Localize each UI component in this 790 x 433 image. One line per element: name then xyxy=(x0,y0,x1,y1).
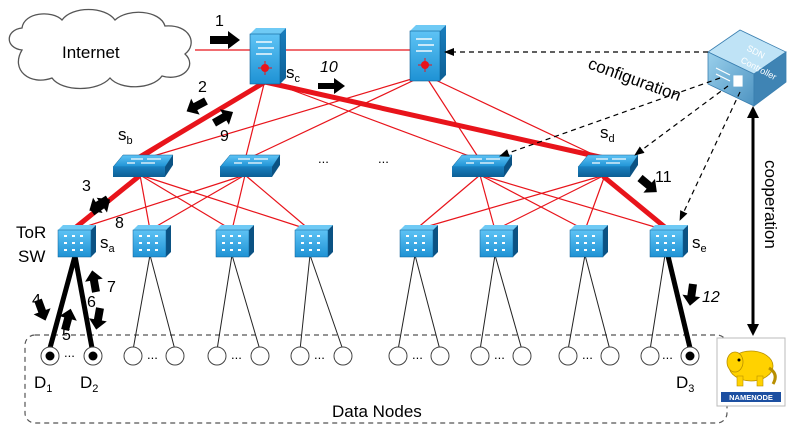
svg-text:...: ... xyxy=(378,151,389,166)
step-arrow-9 xyxy=(212,109,234,127)
node-ellipses: ... ... ... ... ... ... ... ... xyxy=(64,345,673,362)
data-node[interactable] xyxy=(512,346,532,366)
internet-cloud: Internet xyxy=(8,8,192,90)
data-node[interactable] xyxy=(640,346,660,366)
tor-switch-2[interactable] xyxy=(132,225,171,258)
step-arrow-7 xyxy=(85,270,103,293)
namenode-label: NAMENODE xyxy=(729,393,773,402)
step-number-11: 11 xyxy=(655,169,672,186)
step-number-6: 6 xyxy=(87,294,96,311)
core-switch-sc[interactable] xyxy=(249,28,286,85)
tor-switch-5[interactable] xyxy=(399,225,438,258)
data-node[interactable] xyxy=(388,346,408,366)
data-node[interactable] xyxy=(123,346,143,366)
node-labels: D1 D2 D3 xyxy=(34,373,694,395)
tor-label-line1: ToR xyxy=(16,223,46,242)
data-node[interactable] xyxy=(470,346,490,366)
switch-labels: sc sb sd sa se xyxy=(100,63,707,255)
svg-text:...: ... xyxy=(662,347,673,362)
agg-switch-3[interactable] xyxy=(451,154,513,177)
data-node[interactable] xyxy=(600,346,620,366)
step-number-8: 8 xyxy=(115,215,124,232)
configuration-label: configuration xyxy=(586,54,684,105)
data-node[interactable] xyxy=(558,346,578,366)
tor-switch-6[interactable] xyxy=(479,225,518,258)
node-label-d3: D3 xyxy=(676,373,694,395)
svg-text:...: ... xyxy=(231,347,242,362)
tor-switch-3[interactable] xyxy=(215,225,254,258)
tor-switch-se[interactable] xyxy=(649,225,688,258)
step-number-5: 5 xyxy=(62,327,71,344)
tor-switches xyxy=(57,225,688,258)
switch-label-sc: sc xyxy=(286,63,301,85)
core-switch-2[interactable] xyxy=(409,25,446,82)
step-arrow-12 xyxy=(682,283,701,306)
step-number-3: 3 xyxy=(82,178,91,195)
data-nodes-label: Data Nodes xyxy=(332,402,422,421)
svg-text:...: ... xyxy=(314,347,325,362)
tor-node-links xyxy=(132,254,666,351)
node-label-d1: D1 xyxy=(34,373,52,395)
svg-text:...: ... xyxy=(318,151,329,166)
step-arrow-10 xyxy=(318,78,345,94)
step-arrow-1 xyxy=(210,31,240,49)
data-node[interactable] xyxy=(207,346,227,366)
svg-text:...: ... xyxy=(147,347,158,362)
step-number-12: 12 xyxy=(702,289,720,306)
tor-label-line2: SW xyxy=(18,247,45,266)
switch-label-sb: sb xyxy=(118,125,133,147)
data-node[interactable] xyxy=(290,346,310,366)
active-node-dots xyxy=(45,351,695,361)
config-arrows xyxy=(444,48,741,221)
data-node-circles xyxy=(40,346,700,366)
switch-label-se: se xyxy=(692,233,707,255)
tor-switch-sa[interactable] xyxy=(57,225,96,258)
sdn-controller[interactable]: SDN Controller xyxy=(707,29,787,107)
step-arrow-2 xyxy=(186,97,208,115)
step-arrow-8 xyxy=(89,197,111,216)
tor-switch-7[interactable] xyxy=(569,225,608,258)
cooperation-label: cooperation xyxy=(761,160,780,249)
tor-switch-4[interactable] xyxy=(294,225,333,258)
agg-switch-sb[interactable] xyxy=(112,154,174,177)
svg-text:...: ... xyxy=(494,347,505,362)
switch-label-sd: sd xyxy=(600,123,615,145)
data-node[interactable] xyxy=(333,346,353,366)
namenode-logo: NAMENODE xyxy=(716,337,786,407)
data-node[interactable] xyxy=(165,346,185,366)
step-numbers: 1 2 3 4 5 6 7 8 9 10 11 12 xyxy=(32,13,720,344)
thick-node-links xyxy=(47,255,693,349)
step-arrow-11 xyxy=(637,174,657,193)
step-arrow-5 xyxy=(59,308,77,332)
node-label-d2: D2 xyxy=(80,373,98,395)
step-number-7: 7 xyxy=(107,279,116,296)
data-node[interactable] xyxy=(250,346,270,366)
agg-switch-sd[interactable] xyxy=(577,154,639,177)
agg-ellipses: ... ... xyxy=(318,151,389,166)
step-number-10: 10 xyxy=(320,59,338,76)
step-arrows xyxy=(33,31,701,332)
svg-text:...: ... xyxy=(412,347,423,362)
step-number-2: 2 xyxy=(198,79,207,96)
switch-label-sa: sa xyxy=(100,233,116,255)
svg-text:...: ... xyxy=(64,345,75,360)
step-arrow-6 xyxy=(89,307,107,330)
step-number-1: 1 xyxy=(215,13,224,30)
step-arrow-4 xyxy=(33,298,51,321)
agg-switch-2[interactable] xyxy=(219,154,281,177)
internet-label: Internet xyxy=(62,43,120,62)
step-number-9: 9 xyxy=(220,128,229,145)
svg-text:...: ... xyxy=(582,347,593,362)
agg-tor-links xyxy=(74,174,666,231)
data-node[interactable] xyxy=(430,346,450,366)
step-number-4: 4 xyxy=(32,292,41,309)
